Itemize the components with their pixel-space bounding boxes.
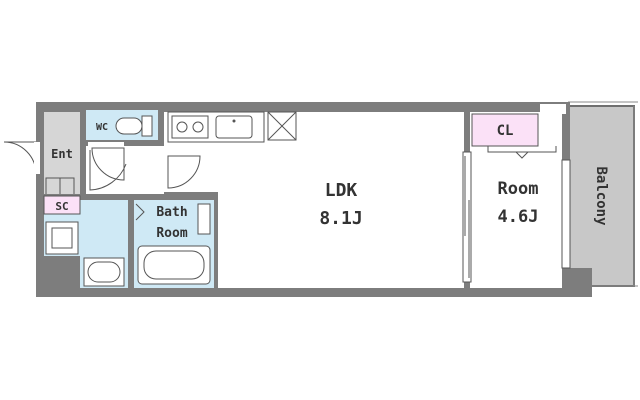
balcony-label: Balcony: [593, 166, 609, 226]
wall-pillar: [44, 256, 80, 288]
sink-drain: [232, 119, 236, 123]
stove: [171, 115, 209, 139]
entrance-door-opening: [34, 142, 40, 174]
ldk-size-label: 8.1J: [319, 208, 362, 229]
wall-segment: [128, 196, 134, 288]
wc-door-swing: [91, 147, 125, 181]
balcony-window: [561, 159, 571, 269]
kitchen-door-opening: [164, 150, 170, 190]
stove-burner: [176, 121, 188, 133]
closet-door: [487, 146, 557, 153]
ldk-name-label: LDK: [325, 180, 358, 201]
bathtub: [137, 245, 211, 285]
entrance-label: Ent: [51, 147, 73, 161]
washbasin: [83, 257, 125, 287]
exterior-column: [566, 268, 592, 297]
kitchen-sink: [215, 115, 253, 139]
closet-label: CL: [497, 123, 514, 139]
entrance-door-swing: [3, 141, 37, 175]
entry-cabinet-door: [45, 177, 75, 194]
bath-door: [135, 203, 145, 221]
room-size-label: 4.6J: [498, 207, 539, 227]
closet-door-arrow: [515, 151, 529, 159]
toilet-tank: [141, 115, 153, 137]
washing-machine-pan-inner: [51, 227, 73, 249]
fridge-mark: [267, 111, 297, 141]
shoe-closet-label: SC: [55, 200, 68, 213]
washbasin-bowl: [87, 261, 121, 283]
wall-segment: [214, 192, 218, 288]
wc-label: WC: [96, 122, 108, 133]
balcony-area: [567, 105, 635, 287]
bathtub-inner: [143, 250, 205, 280]
bath-label-line2: Room: [156, 226, 187, 241]
stove-burner: [192, 121, 204, 133]
hall-door-swing: [89, 150, 127, 191]
bath-vanity: [197, 203, 211, 235]
washing-machine-pan: [45, 221, 79, 255]
kitchen-door-swing: [167, 155, 201, 189]
shoe-closet: [43, 195, 81, 215]
hall-door-opening: [88, 142, 124, 148]
hall-floor: [86, 146, 164, 194]
room-name-label: Room: [498, 179, 539, 199]
toilet-bowl: [115, 117, 143, 135]
closet: [471, 113, 539, 147]
bath-label-line1: Bath: [156, 205, 187, 220]
sliding-door-track: [462, 151, 472, 283]
wall-gap: [540, 104, 566, 114]
